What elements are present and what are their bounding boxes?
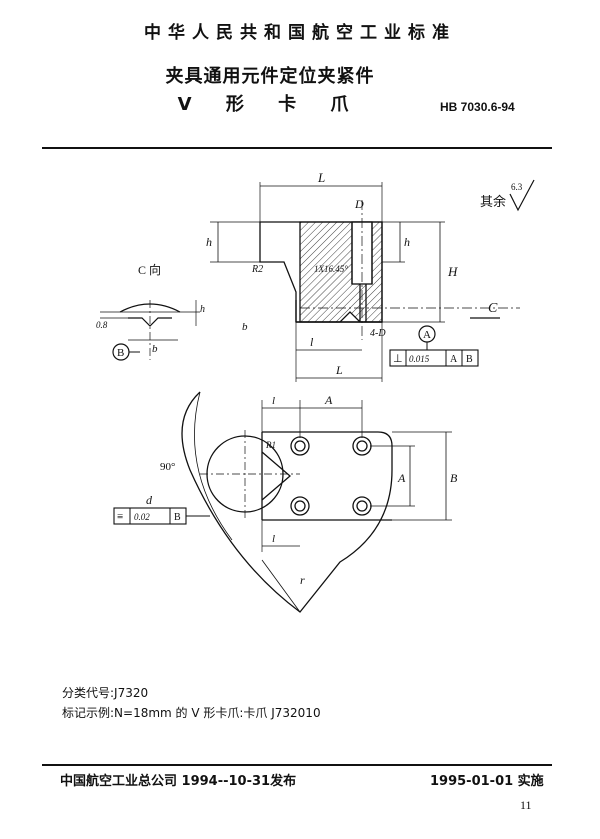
dim-holes: 4-D <box>370 328 386 339</box>
header-divider <box>42 147 552 149</box>
front-section-view <box>210 182 520 382</box>
dim-angle: 90° <box>160 461 175 473</box>
dim-L: L <box>317 170 325 185</box>
view-label: C 向 <box>138 262 161 277</box>
dim-D1: D <box>354 197 364 211</box>
datum-b-letter: B <box>117 347 124 359</box>
sym-value: 0.02 <box>134 512 150 522</box>
roughness-symbol: 其余 6.3 <box>480 179 535 212</box>
dim-h: h <box>206 235 212 249</box>
dim-d: d <box>146 493 153 507</box>
dim-chamfer: 1X16.45° <box>314 264 348 274</box>
document-subtitle: V 形 卡 爪 <box>177 94 363 115</box>
dim-b: b <box>242 321 248 333</box>
dim-l1: l <box>272 395 275 407</box>
dim-h1: h <box>404 235 410 249</box>
dim-l: l <box>310 335 314 349</box>
section-letter: C <box>488 301 498 316</box>
dim-b-cview: b <box>152 343 158 355</box>
document-title: 夹具通用元件定位夹紧件 <box>165 66 375 87</box>
dim-L1: L <box>335 363 343 377</box>
standard-header: 中华人民共和国航空工业标准 <box>144 23 456 43</box>
roughness-value: 6.3 <box>511 182 523 192</box>
dim-r: r <box>300 573 305 587</box>
effective-date: 1995-01-01 实施 <box>430 774 544 789</box>
roughness-label: 其余 <box>480 194 506 209</box>
page-number: 11 <box>520 798 532 812</box>
perp-datum1: A <box>450 354 458 365</box>
datum-a-letter: A <box>423 329 431 341</box>
perp-datum2: B <box>466 354 473 365</box>
gtol-symmetry: ≡ 0.02 B <box>113 507 210 525</box>
dim-r08: 0.8 <box>96 320 108 330</box>
dim-h2: h <box>200 304 205 315</box>
dim-R1: R1 <box>265 440 276 450</box>
dim-H: H <box>447 264 458 279</box>
issuer-date: 中国航空工业总公司 1994--10-31发布 <box>60 774 297 789</box>
marking-example: 标记示例:N=18mm 的 V 形卡爪:卡爪 J732010 <box>62 706 321 720</box>
datum-b-symbol: B <box>112 343 140 361</box>
dim-B1: B <box>450 471 458 485</box>
datum-a-symbol: A <box>418 325 436 352</box>
dim-A: A <box>397 471 406 485</box>
dim-A1: A <box>324 393 333 407</box>
perp-symbol: ⊥ <box>393 353 403 365</box>
standard-number: HB 7030.6-94 <box>440 100 515 114</box>
classification-code: 分类代号:J7320 <box>62 686 149 700</box>
gtol-perpendicularity: ⊥ 0.015 A B <box>389 349 479 367</box>
sym-symbol: ≡ <box>117 511 123 523</box>
plan-view <box>181 391 452 613</box>
footer-divider <box>42 764 552 766</box>
dim-l2: l <box>272 533 275 545</box>
sym-datum: B <box>174 512 181 523</box>
perp-value: 0.015 <box>409 354 430 364</box>
dim-R2: R2 <box>251 264 263 275</box>
c-view <box>100 300 200 360</box>
